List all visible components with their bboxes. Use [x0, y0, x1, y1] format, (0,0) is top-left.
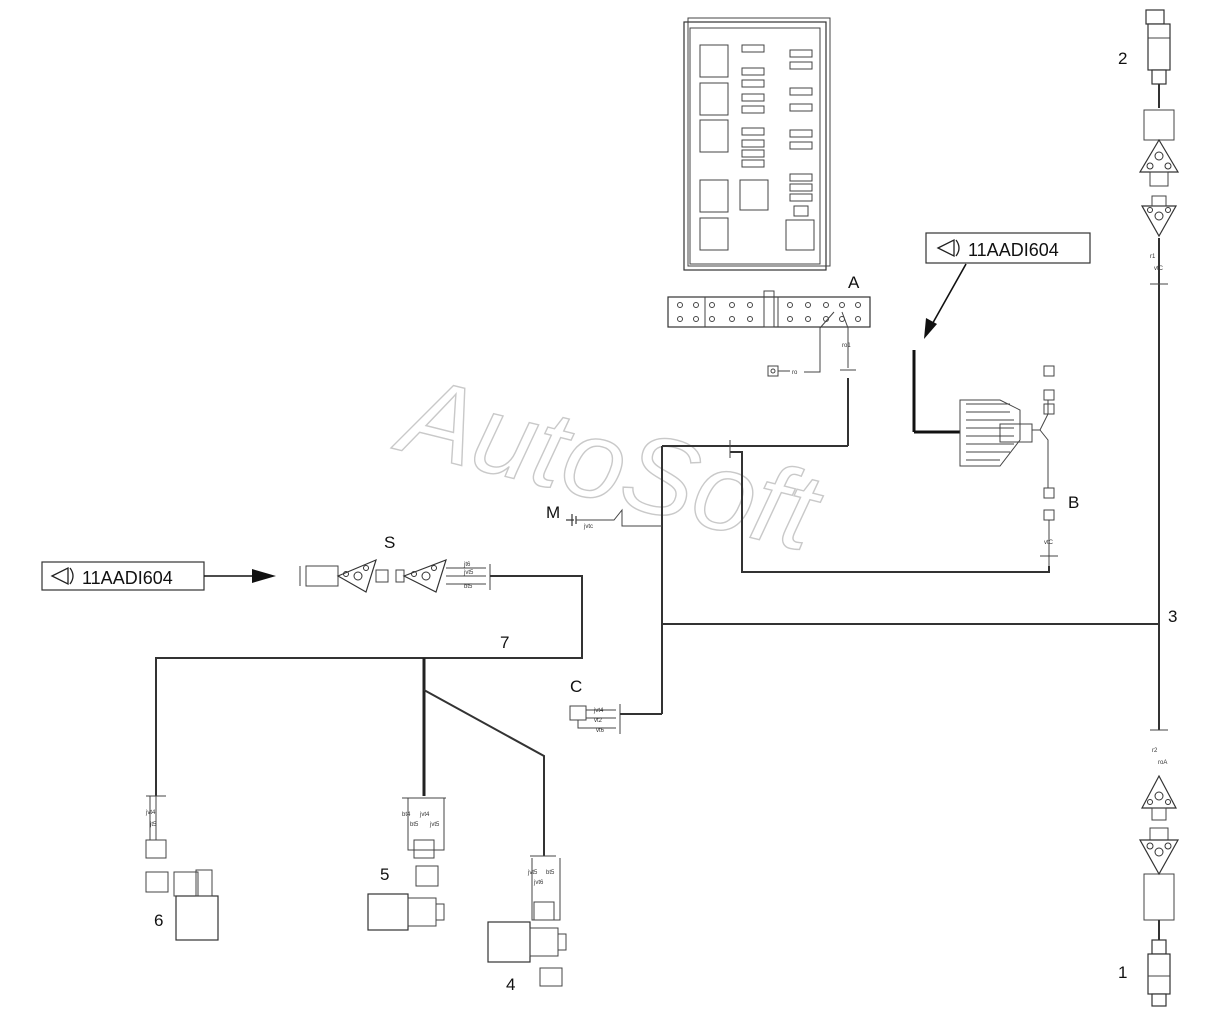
- label-b: B: [1068, 493, 1079, 512]
- connector-s: S jt6 jvt5 bt5: [299, 533, 491, 593]
- label-5: 5: [380, 865, 389, 884]
- label-1: 1: [1118, 963, 1127, 982]
- svg-text:r1: r1: [1150, 254, 1156, 260]
- terminal-strip-a: A ro ro1: [667, 273, 871, 377]
- svg-text:jt5: jt5: [149, 822, 157, 828]
- svg-text:ro1: ro1: [842, 343, 851, 349]
- connector-b-assembly: B vtC: [912, 350, 1079, 566]
- svg-text:bt5: bt5: [464, 584, 473, 590]
- watermark: AutoSoft: [385, 352, 834, 576]
- label-6: 6: [154, 911, 163, 930]
- reference-box-top[interactable]: 11AADI604: [925, 232, 1091, 264]
- label-7: 7: [500, 633, 509, 652]
- svg-text:jvtc: jvtc: [583, 524, 593, 530]
- svg-text:jvt6: jvt6: [533, 880, 544, 886]
- control-unit-board: [683, 17, 831, 271]
- svg-text:jvt5: jvt5: [429, 822, 440, 828]
- sensor-2: [1145, 9, 1171, 85]
- svg-text:roA: roA: [1158, 760, 1167, 766]
- label-c: C: [570, 677, 582, 696]
- connector-c: C jvt4 vt2 vt6: [569, 677, 662, 734]
- reference-box-left[interactable]: 11AADI604: [41, 561, 205, 591]
- label-a: A: [848, 273, 860, 292]
- svg-text:jvt5: jvt5: [463, 570, 474, 576]
- label-3: 3: [1168, 607, 1177, 626]
- component-6: jvt4 jt5: [145, 795, 219, 941]
- reference-code-top: 11AADI604: [968, 240, 1059, 260]
- svg-text:bt5: bt5: [546, 870, 555, 876]
- reference-code-left: 11AADI604: [82, 568, 173, 588]
- svg-text:ro: ro: [792, 370, 798, 376]
- svg-text:jvt4: jvt4: [593, 708, 604, 714]
- svg-text:bt4: bt4: [402, 812, 411, 818]
- sensor-1: [1147, 939, 1171, 1007]
- component-4: jvt5 bt5 jvt6: [487, 855, 567, 987]
- svg-text:jt6: jt6: [463, 562, 471, 568]
- svg-text:jvt4: jvt4: [419, 812, 430, 818]
- svg-text:vt6: vt6: [596, 728, 605, 734]
- svg-text:r2: r2: [1152, 748, 1158, 754]
- svg-text:bt5: bt5: [410, 822, 419, 828]
- svg-text:vt2: vt2: [594, 718, 603, 724]
- label-2: 2: [1118, 49, 1127, 68]
- connector-lower: r2 roA: [1138, 748, 1180, 940]
- label-m: M: [546, 503, 560, 522]
- component-5: bt4 jvt4 bt5 jvt5: [367, 797, 446, 931]
- ground-m: M jvtc: [546, 503, 662, 530]
- label-4: 4: [506, 975, 515, 994]
- svg-text:jvt4: jvt4: [145, 810, 156, 816]
- label-s: S: [384, 533, 395, 552]
